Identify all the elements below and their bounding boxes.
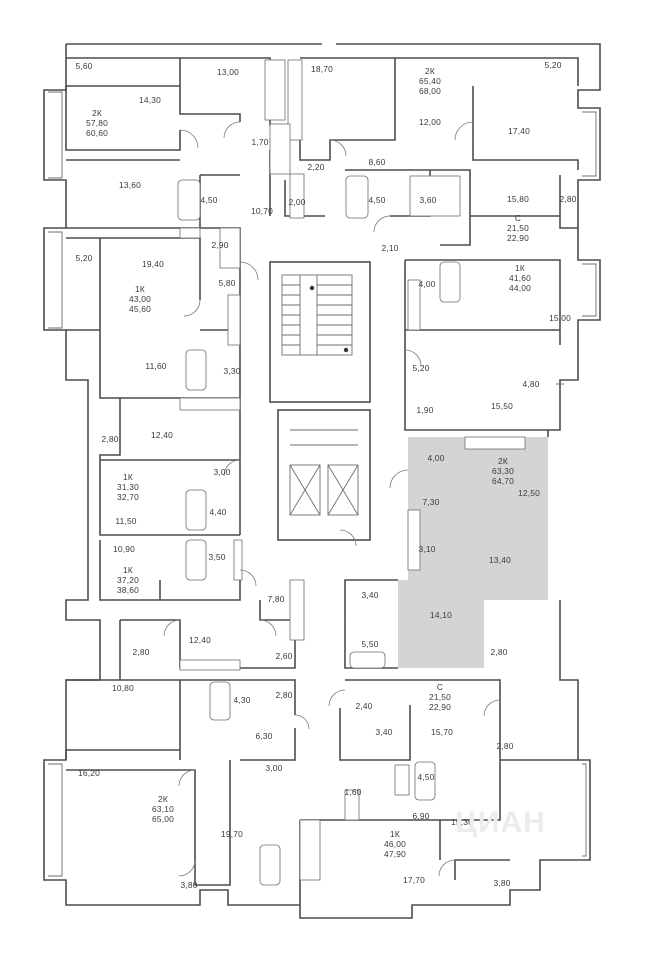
room-area-label: 2,80 xyxy=(559,194,577,204)
room-area-label: 3,40 xyxy=(375,727,393,737)
room-area-label: 13,40 xyxy=(489,555,511,565)
room-area-label: 12,40 xyxy=(151,430,173,440)
room-area-label: 19,70 xyxy=(221,829,243,839)
room-area-label: 16,20 xyxy=(78,768,100,778)
room-area-label: 3,80 xyxy=(180,880,198,890)
room-area-label: 5,20 xyxy=(75,253,93,263)
room-area-label: 17,70 xyxy=(403,875,425,885)
room-area-label: 3,00 xyxy=(213,467,231,477)
room-area-label: 1,60 xyxy=(344,787,362,797)
room-area-label: 8,60 xyxy=(368,157,386,167)
room-area-label: 7,30 xyxy=(422,497,440,507)
highlighted-apartment xyxy=(398,437,548,668)
room-area-label: 2,90 xyxy=(211,240,229,250)
room-area-label: 2,80 xyxy=(132,647,150,657)
room-area-label: 4,00 xyxy=(418,279,436,289)
room-area-label: 3,10 xyxy=(418,544,436,554)
room-area-label: 15,70 xyxy=(431,727,453,737)
room-area-label: 13,60 xyxy=(119,180,141,190)
room-area-label: 12,50 xyxy=(518,488,540,498)
room-area-label: 6,90 xyxy=(412,811,430,821)
room-area-label: 18,70 xyxy=(311,64,333,74)
room-area-label: 2,80 xyxy=(101,434,119,444)
room-area-label: 5,20 xyxy=(544,60,562,70)
room-area-label: 3,30 xyxy=(223,366,241,376)
room-area-label: 13,00 xyxy=(217,67,239,77)
room-area-label: 4,50 xyxy=(417,772,435,782)
room-area-label: 1,90 xyxy=(416,405,434,415)
room-area-label: 7,80 xyxy=(267,594,285,604)
room-area-label: 19,40 xyxy=(142,259,164,269)
room-area-label: 4,40 xyxy=(209,507,227,517)
room-area-label: 3,80 xyxy=(493,878,511,888)
room-area-label: 5,50 xyxy=(361,639,379,649)
room-area-label: 2,00 xyxy=(288,197,306,207)
room-area-label: 11,60 xyxy=(145,361,167,371)
room-area-label: 2,40 xyxy=(355,701,373,711)
room-area-label: 2,20 xyxy=(307,162,325,172)
room-area-label: 2,80 xyxy=(496,741,514,751)
stair-core xyxy=(269,261,371,541)
room-area-label: 3,50 xyxy=(208,552,226,562)
room-area-label: 3,00 xyxy=(265,763,283,773)
room-area-label: 10,90 xyxy=(113,544,135,554)
room-area-label: 15,00 xyxy=(549,313,571,323)
room-area-label: 12,40 xyxy=(189,635,211,645)
room-area-label: 2,10 xyxy=(381,243,399,253)
room-area-label: 12,00 xyxy=(419,117,441,127)
room-area-label: 4,50 xyxy=(368,195,386,205)
room-area-label: 17,40 xyxy=(508,126,530,136)
building-outline xyxy=(43,43,601,919)
room-area-label: 5,80 xyxy=(218,278,236,288)
room-area-label: 11,50 xyxy=(115,516,137,526)
room-area-label: 10,80 xyxy=(112,683,134,693)
room-area-label: 14,10 xyxy=(430,610,452,620)
room-area-label: 15,80 xyxy=(507,194,529,204)
room-area-label: 2,80 xyxy=(275,690,293,700)
room-area-label: 14,30 xyxy=(139,95,161,105)
room-area-label: 4,80 xyxy=(522,379,540,389)
room-area-label: 2,80 xyxy=(490,647,508,657)
room-area-label: 4,50 xyxy=(200,195,218,205)
room-area-label: 4,30 xyxy=(233,695,251,705)
doors xyxy=(163,121,501,877)
room-area-label: 3,60 xyxy=(419,195,437,205)
room-area-label: 15,30 xyxy=(451,817,473,827)
room-area-label: 1,70 xyxy=(251,137,269,147)
fixtures xyxy=(177,59,526,886)
room-area-label: 15,50 xyxy=(491,401,513,411)
room-area-label: 3,40 xyxy=(361,590,379,600)
room-area-label: 5,60 xyxy=(75,61,93,71)
room-area-label: 5,20 xyxy=(412,363,430,373)
room-area-label: 2,60 xyxy=(275,651,293,661)
room-area-label: 4,00 xyxy=(427,453,445,463)
room-area-label: 6,30 xyxy=(255,731,273,741)
watermark: ЦИАН xyxy=(455,806,546,839)
room-area-label: 10,70 xyxy=(251,206,273,216)
